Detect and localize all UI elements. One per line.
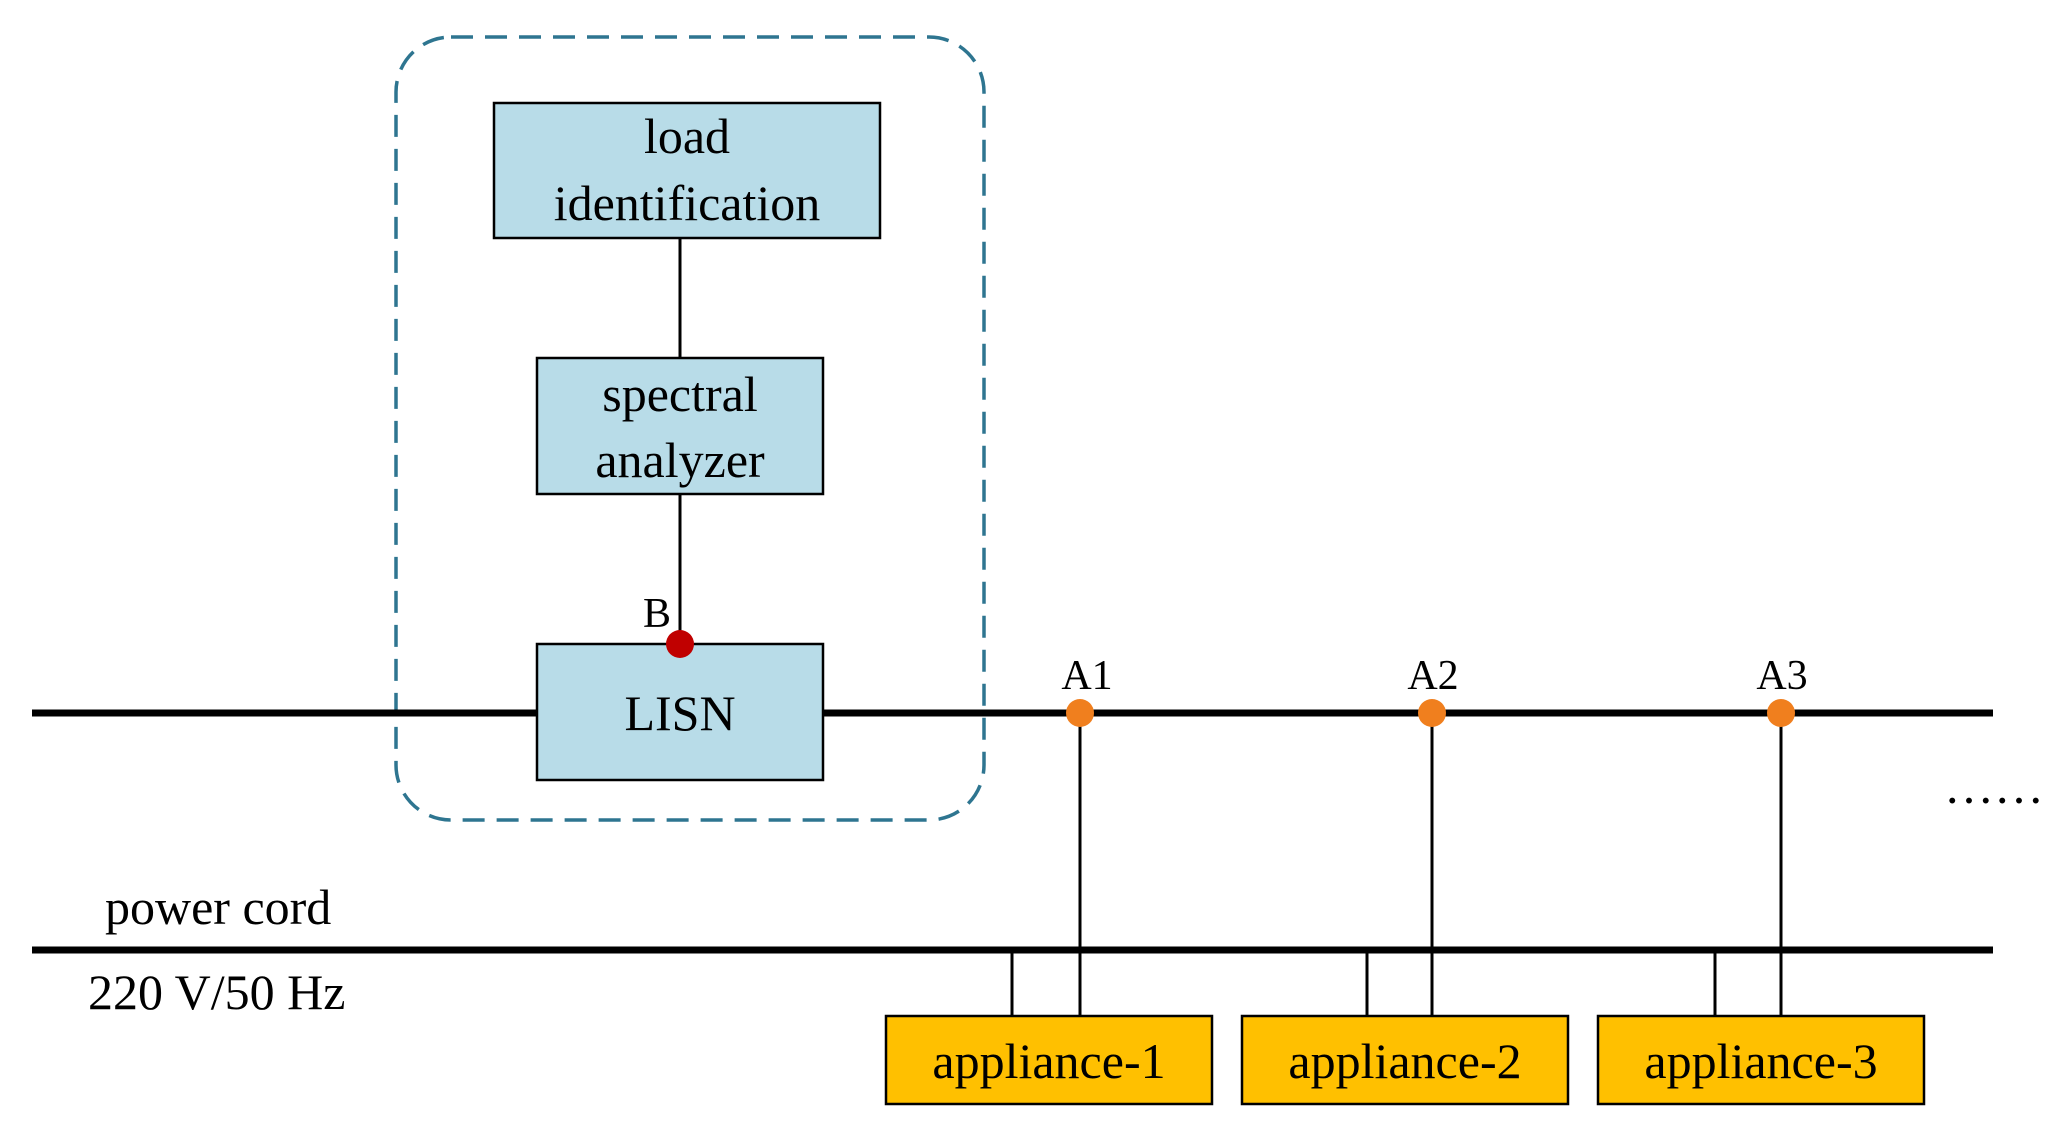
appliance-3-label: appliance-3 [1644,1033,1877,1089]
continuation-ellipsis: …… [1944,758,2044,814]
lisn-label: LISN [624,685,735,741]
node-a3-dot [1767,699,1795,727]
node-b-dot [666,630,694,658]
node-a1-label: A1 [1061,653,1112,699]
node-a2-label: A2 [1407,653,1458,699]
appliance-2-label: appliance-2 [1288,1033,1521,1089]
appliance-1-label: appliance-1 [932,1033,1165,1089]
spectral-analyzer-label-line2: analyzer [595,432,765,488]
measurement-system-boundary [394,35,986,822]
spectral-analyzer-label-line1: spectral [602,366,757,422]
node-a3-label: A3 [1756,653,1807,699]
appliance-3-box [1596,1014,1926,1106]
appliance-1-box [884,1014,1214,1106]
spectral-analyzer-block: spectral analyzer [535,356,825,496]
appliance-1-block: appliance-1 [884,1014,1214,1106]
power-cord-label: power cord [105,879,331,935]
node-a2-dot [1418,699,1446,727]
power-rating-label: 220 V/50 Hz [88,964,345,1020]
appliance-2-block: appliance-2 [1240,1014,1570,1106]
appliance-3-block: appliance-3 [1596,1014,1926,1106]
spectral-analyzer-box [535,356,825,496]
load-identification-label-line2: identification [554,175,821,231]
node-a1-dot [1066,699,1094,727]
load-identification-box [492,101,882,240]
appliance-2-box [1240,1014,1570,1106]
load-identification-label-line1: load [644,108,730,164]
lisn-block: LISN [535,642,825,782]
node-b-label: B [643,591,671,637]
load-identification-block: load identification [492,101,882,240]
